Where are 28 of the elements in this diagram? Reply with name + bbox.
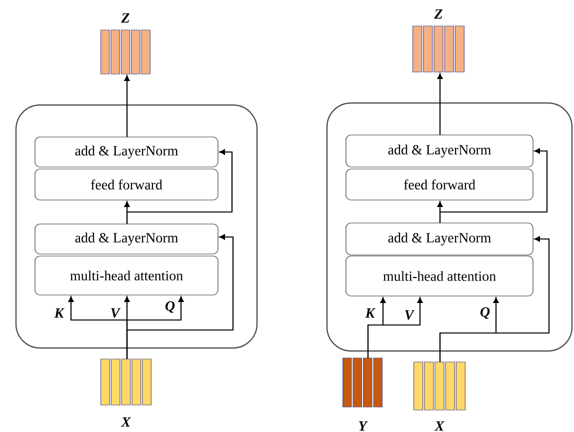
arrow [439, 148, 548, 223]
layer-box: feed forward [34, 168, 218, 200]
variable-label: X [120, 417, 131, 427]
edge-label: K [54, 308, 64, 318]
variable-label: X [434, 421, 444, 431]
edge-label: V [110, 308, 121, 318]
arrow [437, 73, 443, 135]
block-frame [15, 104, 258, 349]
edge-label: V [404, 310, 415, 320]
layer-box: add & LayerNorm [34, 224, 218, 254]
variable-label: Z [121, 13, 130, 23]
layer-box: feed forward [346, 168, 534, 200]
layer-box: multi-head attention [346, 256, 534, 296]
layer-box: add & LayerNorm [34, 136, 218, 168]
arrow [439, 236, 550, 362]
layer-box: add & LayerNorm [346, 222, 534, 256]
variable-label: Y [358, 421, 368, 431]
layer-box: multi-head attention [34, 256, 218, 296]
edge-label: Q [479, 306, 491, 320]
edge-label: Q [164, 300, 176, 314]
arrow [367, 297, 423, 358]
arrow [126, 149, 233, 224]
layer-box: add & LayerNorm [346, 134, 534, 168]
variable-label: Z [434, 9, 442, 19]
edge-label: K [364, 308, 376, 318]
arrow [124, 75, 130, 137]
arrow [126, 234, 234, 359]
block-frame [326, 102, 573, 352]
